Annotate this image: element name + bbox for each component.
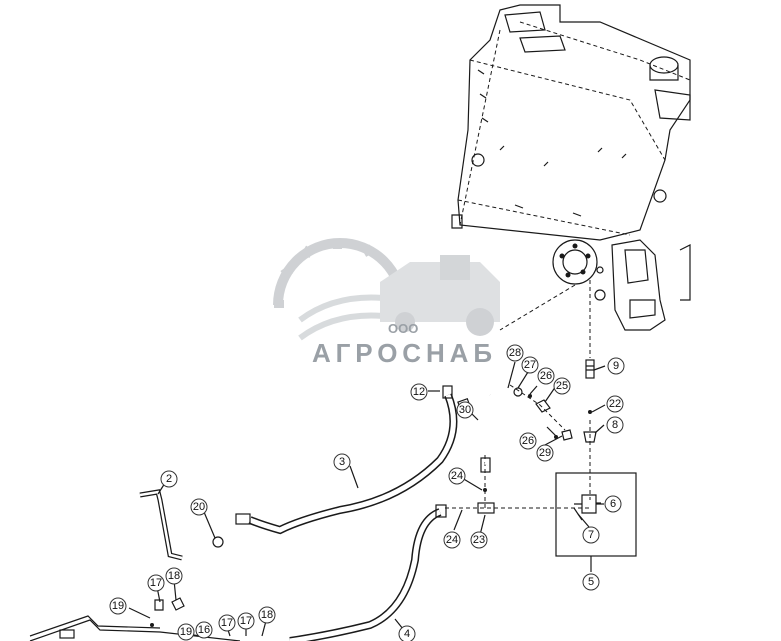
part-9-fitting	[585, 359, 595, 379]
part-4-hose	[289, 504, 447, 641]
watermark-company-name: АГРОСНАБ	[312, 338, 492, 368]
svg-text:6: 6	[610, 498, 616, 510]
svg-text:16: 16	[198, 624, 210, 636]
svg-text:7: 7	[588, 529, 594, 541]
callout-18: 18	[165, 567, 183, 585]
callout-9: 9	[607, 357, 625, 375]
part-8-nut	[583, 431, 597, 443]
leader-lines	[128, 361, 606, 637]
watermark-prefix: ООО	[388, 321, 418, 336]
assembly-line	[509, 384, 566, 431]
bottom-tube-assembly	[29, 597, 251, 641]
part-3-hose	[235, 385, 458, 535]
part-22-washer	[588, 410, 592, 414]
svg-text:2: 2	[166, 473, 172, 485]
callout-3: 3	[333, 453, 351, 471]
callout-24: 24	[448, 467, 466, 485]
svg-text:22: 22	[609, 398, 621, 410]
svg-text:12: 12	[413, 386, 425, 398]
callout-8: 8	[606, 416, 624, 434]
callout-23: 23	[470, 531, 488, 549]
callout-22: 22	[606, 395, 624, 413]
callout-30: 30	[456, 401, 474, 419]
svg-text:17: 17	[240, 615, 252, 627]
svg-text:20: 20	[193, 501, 205, 513]
callout-4: 4	[398, 625, 416, 641]
callout-19: 19	[109, 597, 127, 615]
svg-text:26: 26	[522, 435, 534, 447]
part-2-tube	[139, 489, 183, 561]
svg-text:3: 3	[339, 456, 345, 468]
callout-26: 26	[519, 432, 537, 450]
svg-text:27: 27	[524, 359, 536, 371]
callout-26: 26	[537, 367, 555, 385]
callout-2: 2	[160, 470, 178, 488]
callout-17: 17	[147, 574, 165, 592]
callout-19: 19	[177, 623, 195, 641]
svg-text:5: 5	[588, 576, 594, 588]
svg-text:23: 23	[473, 534, 485, 546]
svg-text:24: 24	[451, 470, 463, 482]
callout-17: 17	[237, 612, 255, 630]
callout-7: 7	[582, 526, 600, 544]
callout-27: 27	[521, 356, 539, 374]
callout-5: 5	[582, 573, 600, 591]
svg-text:29: 29	[539, 447, 551, 459]
assembly-line	[499, 284, 576, 331]
svg-text:25: 25	[556, 380, 568, 392]
part-26-washer	[528, 394, 532, 398]
svg-text:17: 17	[150, 577, 162, 589]
svg-text:18: 18	[168, 570, 180, 582]
callout-17: 17	[218, 614, 236, 632]
callout-6: 6	[604, 495, 622, 513]
svg-text:9: 9	[613, 360, 619, 372]
radiator-frame	[451, 4, 691, 241]
svg-text:19: 19	[180, 626, 192, 638]
part-20-clamp	[212, 536, 224, 548]
part-25-fitting	[535, 399, 551, 413]
callout-28: 28	[506, 344, 524, 362]
callout-20: 20	[190, 498, 208, 516]
part-23-tee	[477, 488, 495, 514]
svg-text:19: 19	[112, 600, 124, 612]
svg-text:18: 18	[261, 609, 273, 621]
part-29-nut	[561, 429, 573, 441]
watermark-logo	[273, 238, 500, 341]
svg-text:28: 28	[509, 347, 521, 359]
callout-12: 12	[410, 383, 428, 401]
part-27-plug	[513, 387, 523, 397]
svg-text:26: 26	[540, 370, 552, 382]
part-6-valve	[574, 494, 604, 514]
part-30-hose	[457, 394, 498, 473]
svg-text:24: 24	[446, 534, 458, 546]
svg-text:8: 8	[612, 419, 618, 431]
svg-text:4: 4	[404, 628, 410, 640]
callout-24: 24	[443, 531, 461, 549]
callout-16: 16	[195, 621, 213, 639]
svg-text:30: 30	[459, 404, 471, 416]
part-5-valve-group-frame	[555, 472, 637, 557]
callout-25: 25	[553, 377, 571, 395]
pump-housing	[552, 239, 691, 331]
svg-text:17: 17	[221, 617, 233, 629]
callout-18: 18	[258, 606, 276, 624]
callout-29: 29	[536, 444, 554, 462]
